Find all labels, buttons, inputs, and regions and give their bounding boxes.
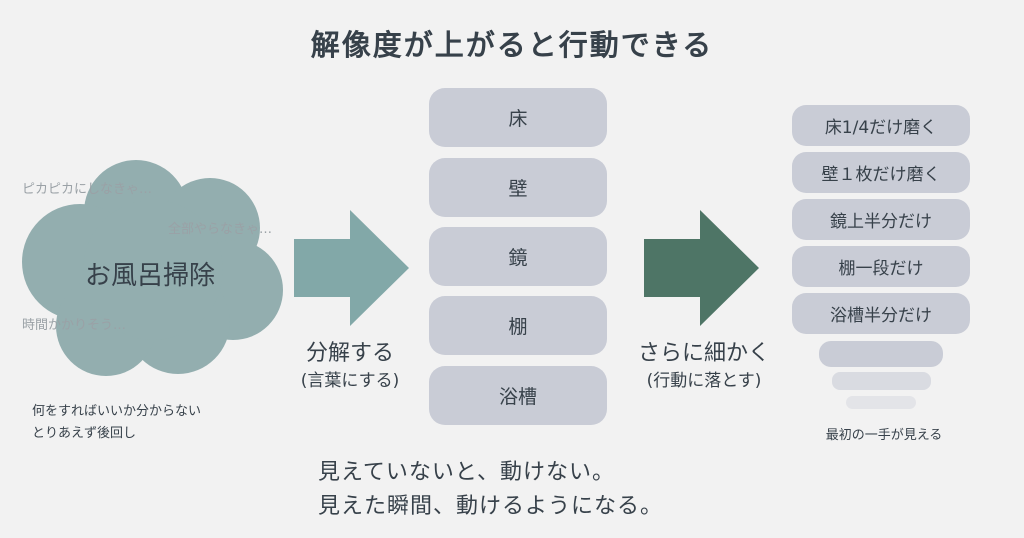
action-pill: 浴槽半分だけ	[792, 293, 970, 334]
action-pill: 鏡上半分だけ	[792, 199, 970, 240]
cloud-shape	[22, 160, 283, 376]
step1-label: 分解する	[305, 341, 394, 366]
part-pill: 浴槽	[429, 366, 607, 425]
part-pill: 鏡	[429, 227, 607, 286]
part-pill: 棚	[429, 296, 607, 355]
thought-text: 全部やらなきゃ…	[168, 222, 273, 237]
step2-sublabel: (行動に落とす)	[646, 371, 762, 391]
left-note: とりあえず後回し	[32, 426, 137, 441]
right-caption: 最初の一手が見える	[825, 428, 943, 443]
bottom-message: 見えた瞬間、動けるようになる。	[318, 494, 664, 519]
fading-bar	[832, 372, 931, 390]
fading-bar	[819, 341, 943, 367]
part-pill: 床	[429, 88, 607, 147]
part-pill: 壁	[429, 158, 607, 217]
step1-sublabel: (言葉にする)	[300, 371, 400, 391]
action-pill: 壁１枚だけ磨く	[792, 152, 970, 193]
step2-label: さらに細かく	[637, 341, 770, 366]
bottom-message: 見えていないと、動けない。	[318, 460, 616, 485]
cloud-label: お風呂掃除	[84, 261, 215, 291]
fading-bar	[846, 396, 916, 409]
left-note: 何をすればいいか分からない	[32, 404, 202, 419]
page-title: 解像度が上がると行動できる	[310, 28, 714, 62]
thought-text: ピカピカにしなきゃ…	[22, 182, 153, 197]
action-pill: 床1/4だけ磨く	[792, 105, 970, 146]
arrow-right-icon	[294, 210, 409, 326]
action-pill: 棚一段だけ	[792, 246, 970, 287]
arrow-right-icon	[644, 210, 759, 326]
thought-text: 時間かかりそう…	[22, 318, 127, 333]
